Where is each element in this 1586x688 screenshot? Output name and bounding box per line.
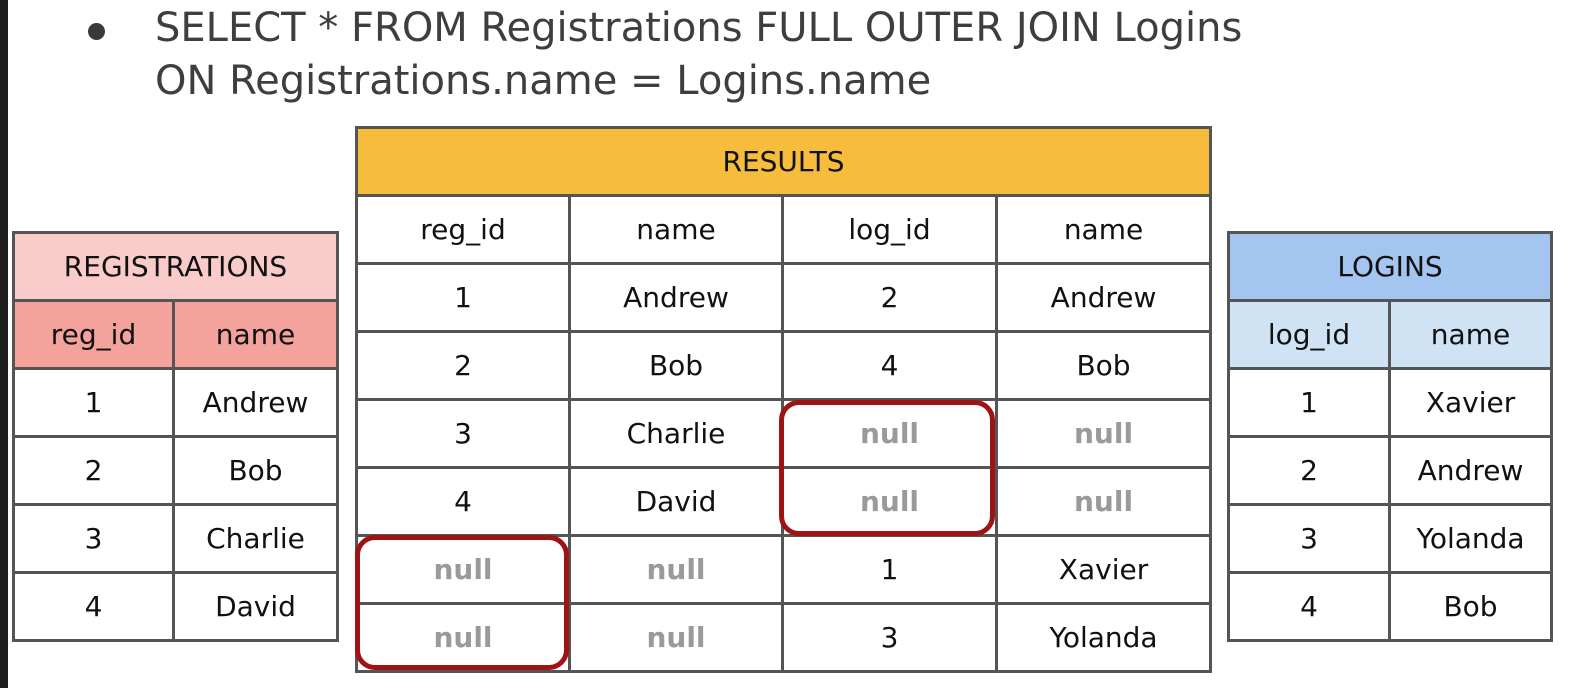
- sql-query: SELECT * FROM Registrations FULL OUTER J…: [155, 2, 1242, 108]
- cell: 1: [12, 367, 175, 438]
- null-cell: null: [781, 398, 998, 469]
- cell: Xavier: [994, 534, 1213, 605]
- results-col-name-2: name: [994, 194, 1213, 265]
- cell: 4: [781, 330, 998, 401]
- results-table: RESULTS reg_id name log_id name 1 Andrew…: [354, 126, 1213, 673]
- null-cell: null: [568, 534, 784, 605]
- cell: Andrew: [1387, 435, 1554, 506]
- results-title: RESULTS: [354, 126, 1213, 197]
- cell: Andrew: [994, 262, 1213, 333]
- table-row: 4 David null null: [355, 466, 1213, 537]
- null-highlight-log-id: [779, 400, 995, 536]
- query-line-1: SELECT * FROM Registrations FULL OUTER J…: [155, 5, 1243, 51]
- logins-col-name: name: [1387, 299, 1554, 370]
- cell: Bob: [1387, 571, 1554, 642]
- registrations-col-reg-id: reg_id: [12, 299, 175, 370]
- cell: 2: [1227, 435, 1391, 506]
- logins-title: LOGINS: [1226, 231, 1554, 302]
- left-edge-bar: [0, 0, 8, 688]
- cell: 2: [781, 262, 998, 333]
- null-cell: null: [994, 466, 1213, 537]
- results-col-reg-id: reg_id: [355, 194, 571, 265]
- cell: Charlie: [568, 398, 784, 469]
- null-cell: null: [568, 602, 784, 673]
- cell: 4: [12, 571, 175, 642]
- logins-col-log-id: log_id: [1227, 299, 1391, 370]
- cell: 2: [12, 435, 175, 506]
- bullet-point: [88, 23, 105, 40]
- registrations-col-name: name: [172, 299, 339, 370]
- query-line-2: ON Registrations.name = Logins.name: [155, 58, 932, 104]
- cell: Bob: [994, 330, 1213, 401]
- null-cell: null: [355, 602, 571, 673]
- table-row: 2 Bob 4 Bob: [355, 330, 1213, 401]
- null-highlight-reg-id: [355, 535, 569, 670]
- null-cell: null: [994, 398, 1213, 469]
- cell: Yolanda: [1387, 503, 1554, 574]
- cell: Andrew: [568, 262, 784, 333]
- cell: 1: [781, 534, 998, 605]
- cell: Andrew: [172, 367, 339, 438]
- cell: 3: [355, 398, 571, 469]
- cell: David: [172, 571, 339, 642]
- registrations-title: REGISTRATIONS: [12, 231, 339, 302]
- table-row: 3 Charlie null null: [355, 398, 1213, 469]
- cell: Xavier: [1387, 367, 1554, 438]
- cell: 3: [1227, 503, 1391, 574]
- cell: David: [568, 466, 784, 537]
- table-row: null null 3 Yolanda: [355, 602, 1213, 673]
- cell: 3: [781, 602, 998, 673]
- results-col-name: name: [568, 194, 784, 265]
- cell: 1: [1227, 367, 1391, 438]
- cell: Bob: [172, 435, 339, 506]
- cell: 2: [355, 330, 571, 401]
- cell: 3: [12, 503, 175, 574]
- cell: Bob: [568, 330, 784, 401]
- cell: 4: [1227, 571, 1391, 642]
- table-row: null null 1 Xavier: [355, 534, 1213, 605]
- cell: Yolanda: [994, 602, 1213, 673]
- results-col-log-id: log_id: [781, 194, 998, 265]
- cell: 1: [355, 262, 571, 333]
- cell: Charlie: [172, 503, 339, 574]
- table-row: 1 Andrew 2 Andrew: [355, 262, 1213, 333]
- cell: 4: [355, 466, 571, 537]
